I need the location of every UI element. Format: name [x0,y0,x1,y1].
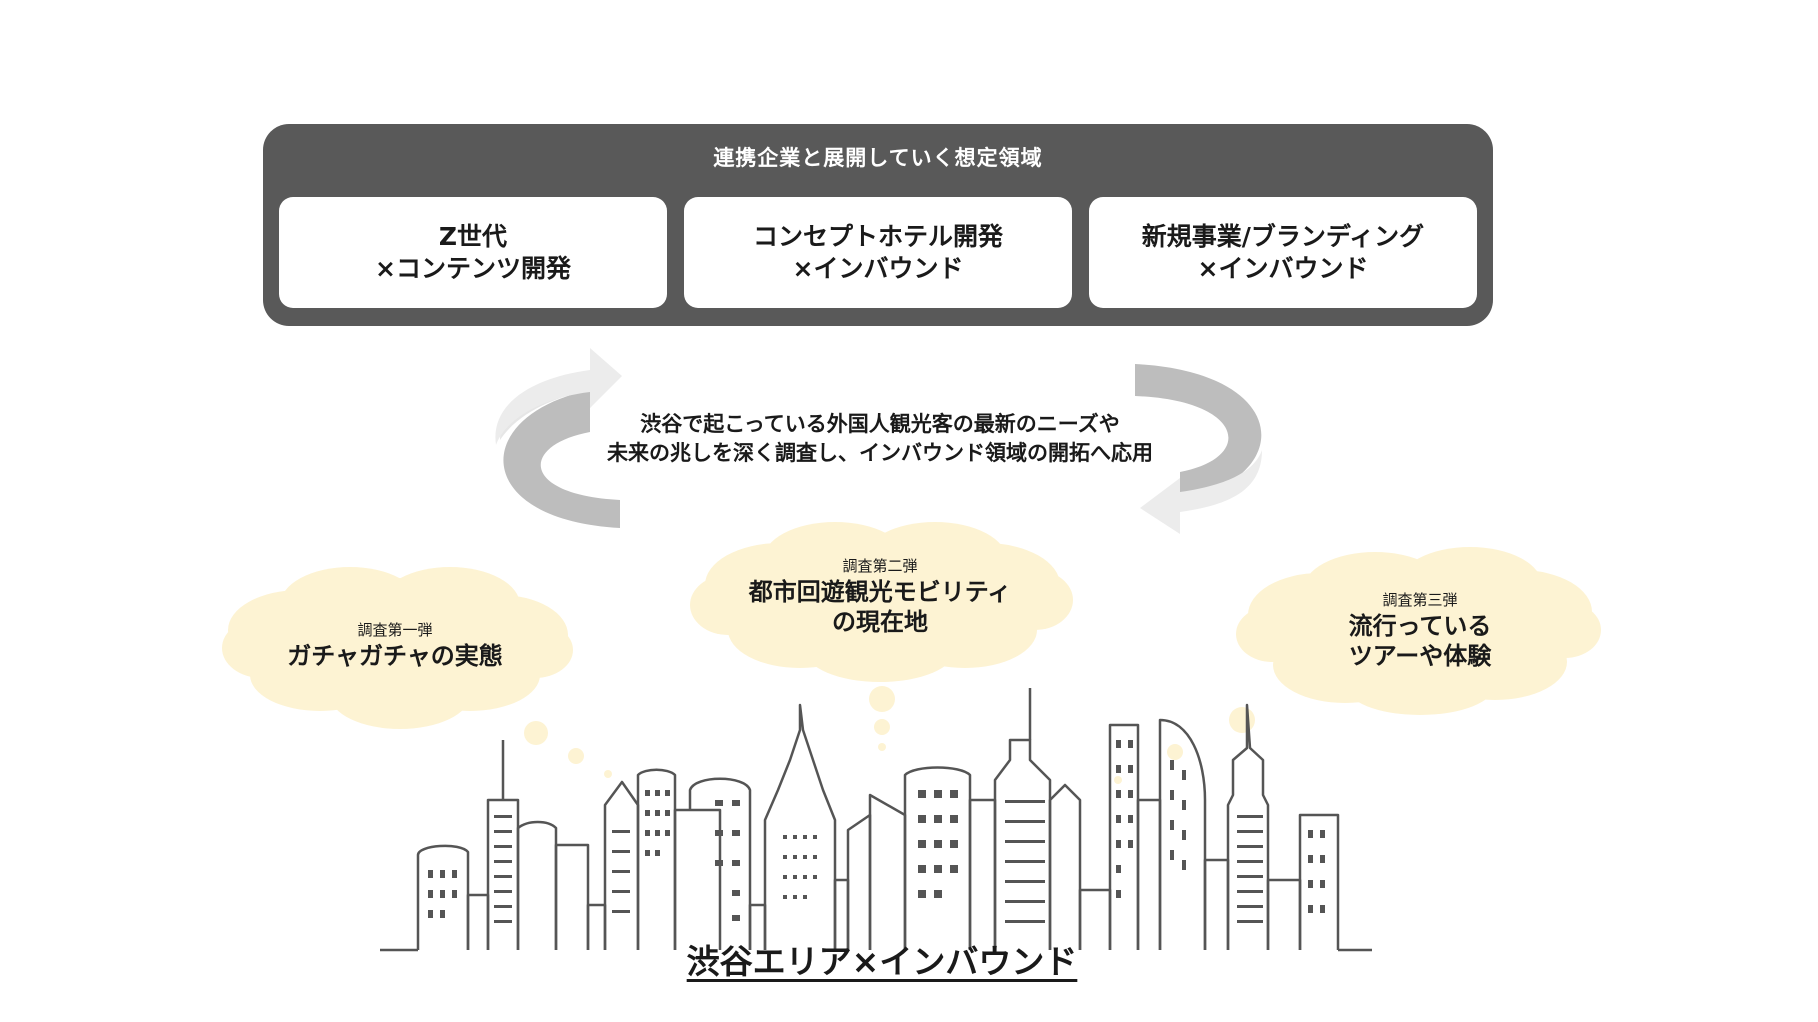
cloud-3-text: 調査第三弾 流行っている ツアーや体験 [1300,590,1540,671]
cycle-arrow-right-icon [1135,364,1262,534]
card-z-generation: Z世代 ×コンテンツ開発 [279,197,667,308]
panel-title: 連携企業と展開していく想定領域 [713,146,1043,170]
card-line: ×コンテンツ開発 [375,253,571,283]
city-skyline-icon [380,688,1372,952]
cloud-title: ツアーや体験 [1348,642,1492,670]
cloud-title: の現在地 [832,608,928,636]
domain-panel: 連携企業と展開していく想定領域 Z世代 ×コンテンツ開発 コンセプトホテル開発 … [263,124,1493,326]
cloud-title: 都市回遊観光モビリティ [748,578,1012,606]
cycle-line: 未来の兆しを深く調査し、インバウンド領域の開拓へ応用 [607,441,1153,465]
cloud-2-icon [690,522,1073,682]
card-line: コンセプトホテル開発 [752,221,1003,251]
city-windows-icon [428,740,1325,923]
thought-dots-icon [524,686,1255,784]
cloud-title: 流行っている [1348,612,1492,640]
cloud-1-text: 調査第一弾 ガチャガチャの実態 [265,620,525,671]
card-line: ×インバウンド [1197,253,1369,283]
cloud-3-icon [1236,547,1601,715]
cycle-line: 渋谷で起こっている外国人観光客の最新のニーズや [640,412,1120,436]
cloud-label: 調査第一弾 [357,621,433,639]
card-concept-hotel: コンセプトホテル開発 ×インバウンド [684,197,1072,308]
card-line: ×インバウンド [792,253,964,283]
cycle-description: 渋谷で起こっている外国人観光客の最新のニーズや 未来の兆しを深く調査し、インバウ… [540,410,1220,468]
cycle-arrow-left-icon [495,348,622,528]
cloud-2-text: 調査第二弾 都市回遊観光モビリティ の現在地 [720,556,1040,637]
cloud-label: 調査第二弾 [842,557,918,575]
card-line: 新規事業/ブランディング [1141,221,1425,251]
cloud-1-icon [222,567,573,729]
cloud-label: 調査第三弾 [1382,591,1458,609]
card-line: Z世代 [438,221,508,251]
cloud-title: ガチャガチャの実態 [287,642,503,670]
bottom-title: 渋谷エリア×インバウンド [686,942,1078,981]
card-new-business: 新規事業/ブランディング ×インバウンド [1089,197,1477,308]
